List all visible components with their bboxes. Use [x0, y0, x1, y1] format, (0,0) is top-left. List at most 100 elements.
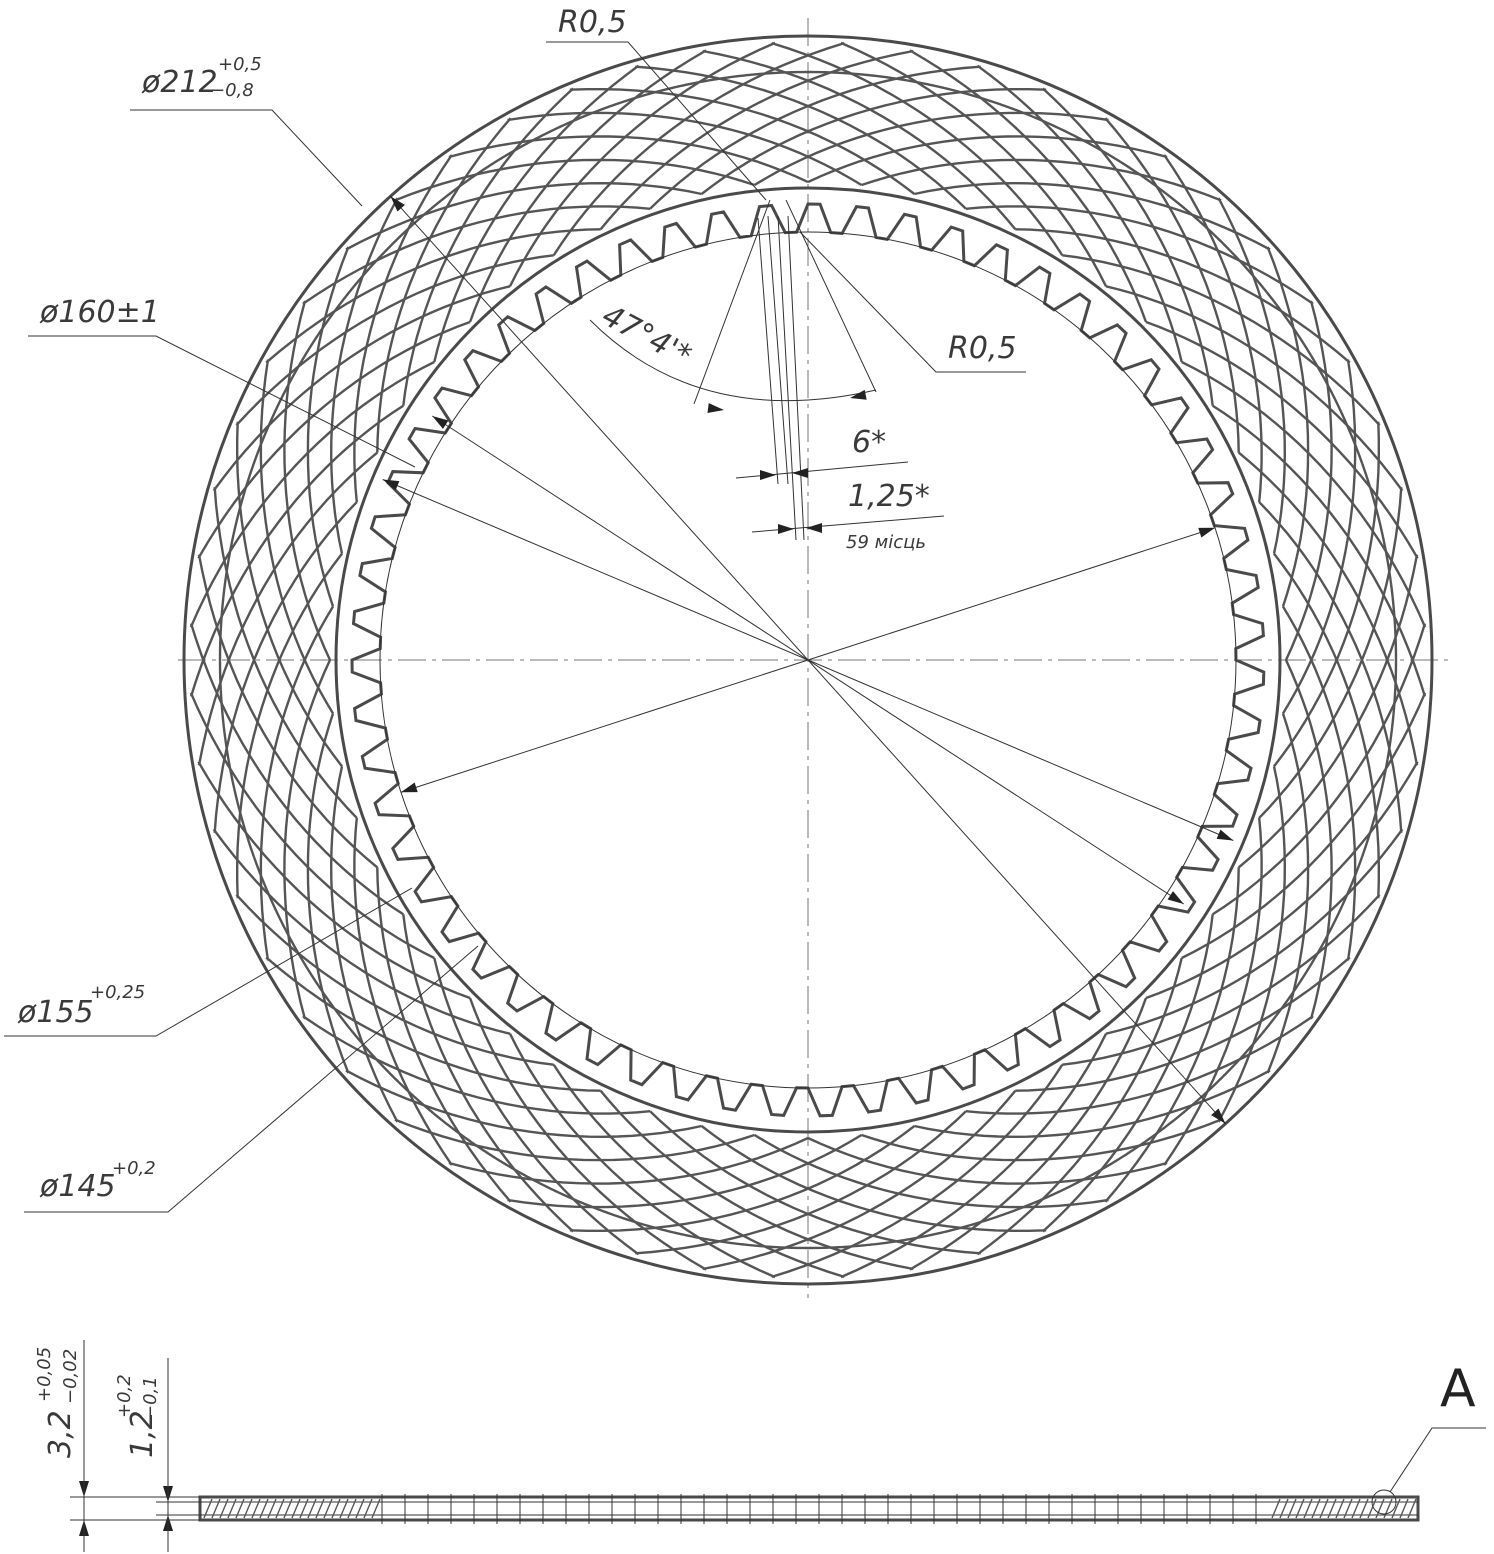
groove-line-cw — [306, 246, 350, 607]
radius-top-leader — [546, 41, 767, 201]
section-hatch-left — [251, 1498, 261, 1519]
groove-line-cw — [1145, 320, 1419, 559]
groove-line-ccw — [402, 914, 575, 1233]
outer-diameter-lower-tol: −0,8 — [210, 80, 254, 101]
groove-line-ccw — [353, 817, 453, 1166]
detail-a-label: A — [1440, 1359, 1476, 1419]
section-hatch-right — [1319, 1498, 1329, 1519]
groove-line-ccw — [1266, 246, 1310, 607]
tip-diameter-upper-tol: +0,25 — [90, 982, 145, 1003]
groove-line-cw — [965, 205, 1314, 305]
tooth-extension-1 — [757, 217, 779, 485]
groove-line-cw — [197, 761, 471, 1000]
groove-line-ccw — [635, 65, 967, 210]
groove-line-cw — [468, 49, 707, 323]
groove-line-ccw — [508, 1033, 776, 1279]
groove-line-cw — [235, 893, 554, 1066]
outer-diameter-arrow — [390, 196, 405, 212]
groove-line-ccw — [212, 285, 511, 492]
section-hatch-left — [219, 1498, 229, 1519]
root-diameter-label: ø160±1 — [39, 295, 160, 330]
section-hatch-right — [1375, 1498, 1385, 1519]
inner-edge-circle — [334, 186, 1282, 1134]
groove-line-cw — [345, 1069, 702, 1139]
total-thickness-label: 3,2 — [43, 1410, 78, 1458]
groove-line-ccw — [771, 41, 1064, 256]
groove-line-cw — [771, 1064, 1064, 1279]
circular-groove — [218, 70, 1398, 1250]
groove-line-cw — [1181, 360, 1427, 628]
tooth-width-arrow — [792, 468, 808, 478]
groove-line-ccw — [433, 957, 640, 1256]
groove-line-ccw — [197, 320, 471, 559]
groove-line-ccw — [700, 1125, 1047, 1232]
groove-line-cw — [259, 359, 335, 715]
groove-line-cw — [1284, 659, 1333, 1020]
groove-line-ccw — [569, 88, 916, 195]
outer-diameter-upper-tol: +0,5 — [218, 54, 262, 75]
section-hatch-left — [339, 1498, 349, 1519]
groove-line-ccw — [1062, 893, 1381, 1066]
tooth-extension-4 — [787, 215, 805, 541]
groove-line-cw — [1062, 254, 1381, 427]
groove-line-ccw — [213, 501, 358, 833]
outer-diameter-arrow — [1211, 1108, 1226, 1124]
section-hatch-left — [363, 1498, 373, 1519]
section-hatch-left — [323, 1498, 333, 1519]
tooth-extension-3 — [777, 215, 797, 541]
groove-line-cw — [1212, 404, 1427, 697]
section-hatch-right — [1351, 1498, 1361, 1519]
groove-line-cw — [376, 117, 512, 453]
groove-line-ccw — [507, 111, 863, 187]
groove-line-cw — [1041, 914, 1214, 1233]
section-hatch-right — [1391, 1498, 1401, 1519]
groove-line-cw — [635, 1110, 967, 1255]
section-hatch-right — [1383, 1498, 1393, 1519]
groove-line-cw — [1217, 766, 1287, 1123]
spline-teeth — [350, 202, 1266, 1118]
groove-line-ccw — [861, 1118, 1222, 1162]
groove-line-ccw — [1015, 956, 1351, 1092]
total-thickness-upper-tol: +0,05 — [34, 1347, 55, 1402]
groove-line-ccw — [189, 360, 435, 628]
groove-line-cw — [212, 828, 511, 1035]
section-hatch-left — [211, 1498, 221, 1519]
groove-line-cw — [1273, 552, 1380, 899]
groove-line-ccw — [840, 41, 1108, 287]
angle-arrow — [850, 389, 867, 400]
groove-line-cw — [302, 1015, 651, 1115]
groove-line-cw — [1237, 451, 1419, 766]
tooth-width-label: 6* — [852, 425, 886, 460]
angle-arrow — [707, 403, 724, 414]
section-hatch-left — [355, 1498, 365, 1519]
groove-line-cw — [507, 1133, 863, 1209]
section-hatch-right — [1279, 1498, 1289, 1519]
groove-line-ccw — [1105, 828, 1404, 1035]
section-hatch-right — [1303, 1498, 1313, 1519]
groove-line-ccw — [807, 1136, 1168, 1185]
groove-line-ccw — [448, 135, 809, 184]
tip-diameter-arrow — [400, 782, 418, 793]
groove-line-ccw — [394, 158, 755, 202]
section-hatch-left — [291, 1498, 301, 1519]
groove-line-cw — [1104, 867, 1240, 1203]
groove-line-ccw — [376, 867, 512, 1203]
groove-line-cw — [1281, 605, 1357, 961]
outer-diameter-base: ø212 — [141, 65, 218, 100]
section-hatch-right — [1295, 1498, 1305, 1519]
groove-line-ccw — [259, 605, 335, 961]
outer-diameter-leader — [130, 109, 363, 207]
groove-line-ccw — [197, 451, 379, 766]
groove-line-ccw — [1212, 623, 1427, 916]
groove-line-ccw — [345, 181, 702, 251]
tooth-extension-2 — [767, 215, 789, 485]
dimension-lines — [4, 41, 1486, 1536]
side-outline — [198, 1495, 1420, 1522]
groove-line-ccw — [1237, 554, 1419, 869]
section-hatch-right — [1399, 1498, 1409, 1519]
groove-line-ccw — [1041, 87, 1214, 406]
section-hatch-left — [203, 1498, 213, 1519]
groove-line-cw — [861, 158, 1222, 202]
section-hatch-left — [371, 1498, 381, 1519]
